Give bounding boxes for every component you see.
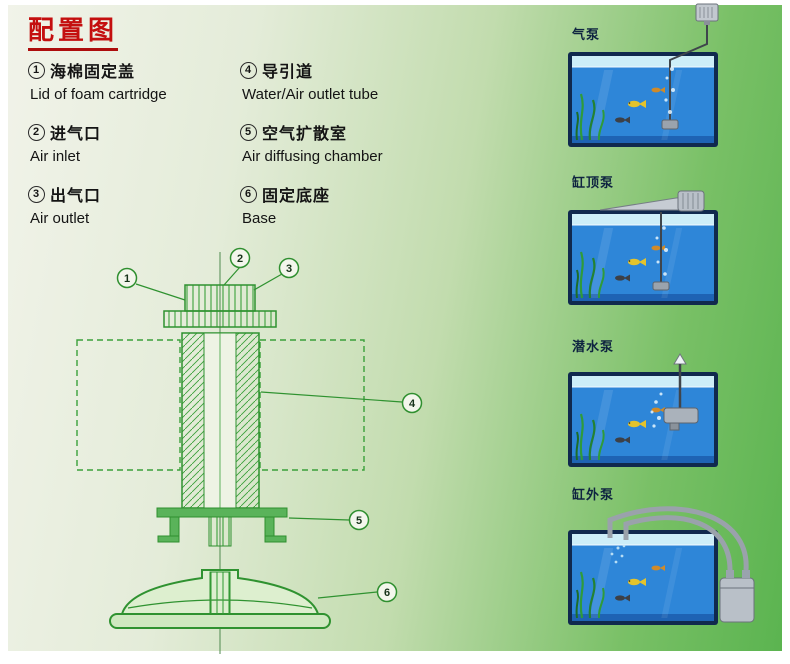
base — [109, 569, 331, 629]
legend-label-zh: 出气口 — [50, 188, 102, 205]
callout-6: 6 — [376, 581, 398, 603]
aquarium-air-pump-illustration — [566, 3, 720, 148]
tank-top-pump-unit — [599, 190, 705, 212]
svg-text:6: 6 — [384, 587, 390, 599]
legend: 1 海棉固定盖 Lid of foam cartridge 4 导引道 Water/… — [28, 58, 540, 244]
pump-label-submersible-pump: 潜水泵 — [572, 339, 615, 354]
hose-out — [623, 515, 733, 571]
callout-2: 2 — [229, 247, 251, 269]
pump-label-tank-top-pump: 缸顶泵 — [572, 175, 615, 190]
bubbles — [650, 392, 663, 428]
legend-label-zh: 固定底座 — [262, 188, 331, 205]
leader-5 — [288, 517, 350, 521]
external-canister-pump-unit — [719, 570, 755, 623]
svg-text:4: 4 — [409, 398, 416, 410]
leader-6 — [317, 591, 378, 599]
pump-label-external-pump: 缸外泵 — [572, 487, 615, 502]
legend-item: 3 出气口 Air outlet — [28, 182, 240, 244]
water-droplets — [610, 544, 626, 564]
air-diffusing-chamber — [156, 507, 288, 547]
legend-number: 2 — [28, 123, 45, 141]
legend-item: 4 导引道 Water/Air outlet tube — [240, 58, 540, 120]
page-title: 配置图 — [28, 10, 119, 51]
legend-number: 5 — [240, 123, 257, 141]
callout-3: 3 — [278, 257, 300, 279]
legend-number: 4 — [240, 61, 257, 79]
pump-label-air-pump: 气泵 — [572, 27, 601, 42]
legend-label-zh: 空气扩散室 — [262, 126, 348, 143]
aquarium-tank-top-pump-illustration — [566, 190, 720, 305]
foam-cartridge-left — [76, 339, 181, 471]
hose-in — [607, 506, 749, 571]
legend-label-zh: 进气口 — [50, 126, 102, 143]
legend-item: 1 海棉固定盖 Lid of foam cartridge — [28, 58, 240, 120]
svg-text:3: 3 — [286, 263, 292, 275]
submersible-pump-unit — [663, 407, 699, 431]
callout-1: 1 — [116, 267, 138, 289]
callout-4: 4 — [401, 392, 423, 414]
lid-of-foam-cartridge — [184, 284, 256, 312]
bubbles — [664, 67, 675, 114]
leader-3 — [253, 273, 283, 291]
leader-4 — [260, 391, 403, 403]
legend-item: 2 进气口 Air inlet — [28, 120, 240, 182]
legend-label-en: Base — [242, 210, 277, 227]
svg-text:5: 5 — [356, 515, 362, 527]
legend-number: 3 — [28, 185, 45, 203]
lid-flange — [163, 310, 277, 328]
bubbles — [655, 226, 668, 276]
aquarium-submersible-pump-illustration — [566, 353, 720, 467]
legend-label-zh: 导引道 — [262, 64, 314, 81]
callout-5: 5 — [348, 509, 370, 531]
flow-arrow — [673, 353, 687, 365]
leader-2 — [223, 266, 241, 286]
legend-number: 6 — [240, 185, 257, 203]
legend-label-en: Water/Air outlet tube — [242, 86, 379, 103]
leader-1 — [135, 283, 186, 301]
legend-label-en: Air outlet — [30, 210, 90, 227]
legend-label-zh: 海棉固定盖 — [50, 64, 136, 81]
legend-label-en: Air diffusing chamber — [242, 148, 383, 165]
legend-label-en: Lid of foam cartridge — [30, 86, 167, 103]
air-tube — [669, 25, 708, 120]
legend-label-en: Air inlet — [30, 148, 81, 165]
legend-item: 6 固定底座 Base — [240, 182, 540, 244]
legend-item: 5 空气扩散室 Air diffusing chamber — [240, 120, 540, 182]
legend-number: 1 — [28, 61, 45, 79]
air-pump-unit — [695, 3, 719, 25]
filter-assembly-diagram: 1 2 3 4 5 6 — [76, 247, 423, 654]
aquarium-external-pump-illustration — [566, 506, 755, 627]
svg-text:1: 1 — [124, 273, 130, 285]
svg-text:2: 2 — [237, 253, 243, 265]
airstone — [661, 119, 679, 130]
foam-cartridge-right — [259, 339, 365, 471]
airstone — [652, 281, 670, 291]
